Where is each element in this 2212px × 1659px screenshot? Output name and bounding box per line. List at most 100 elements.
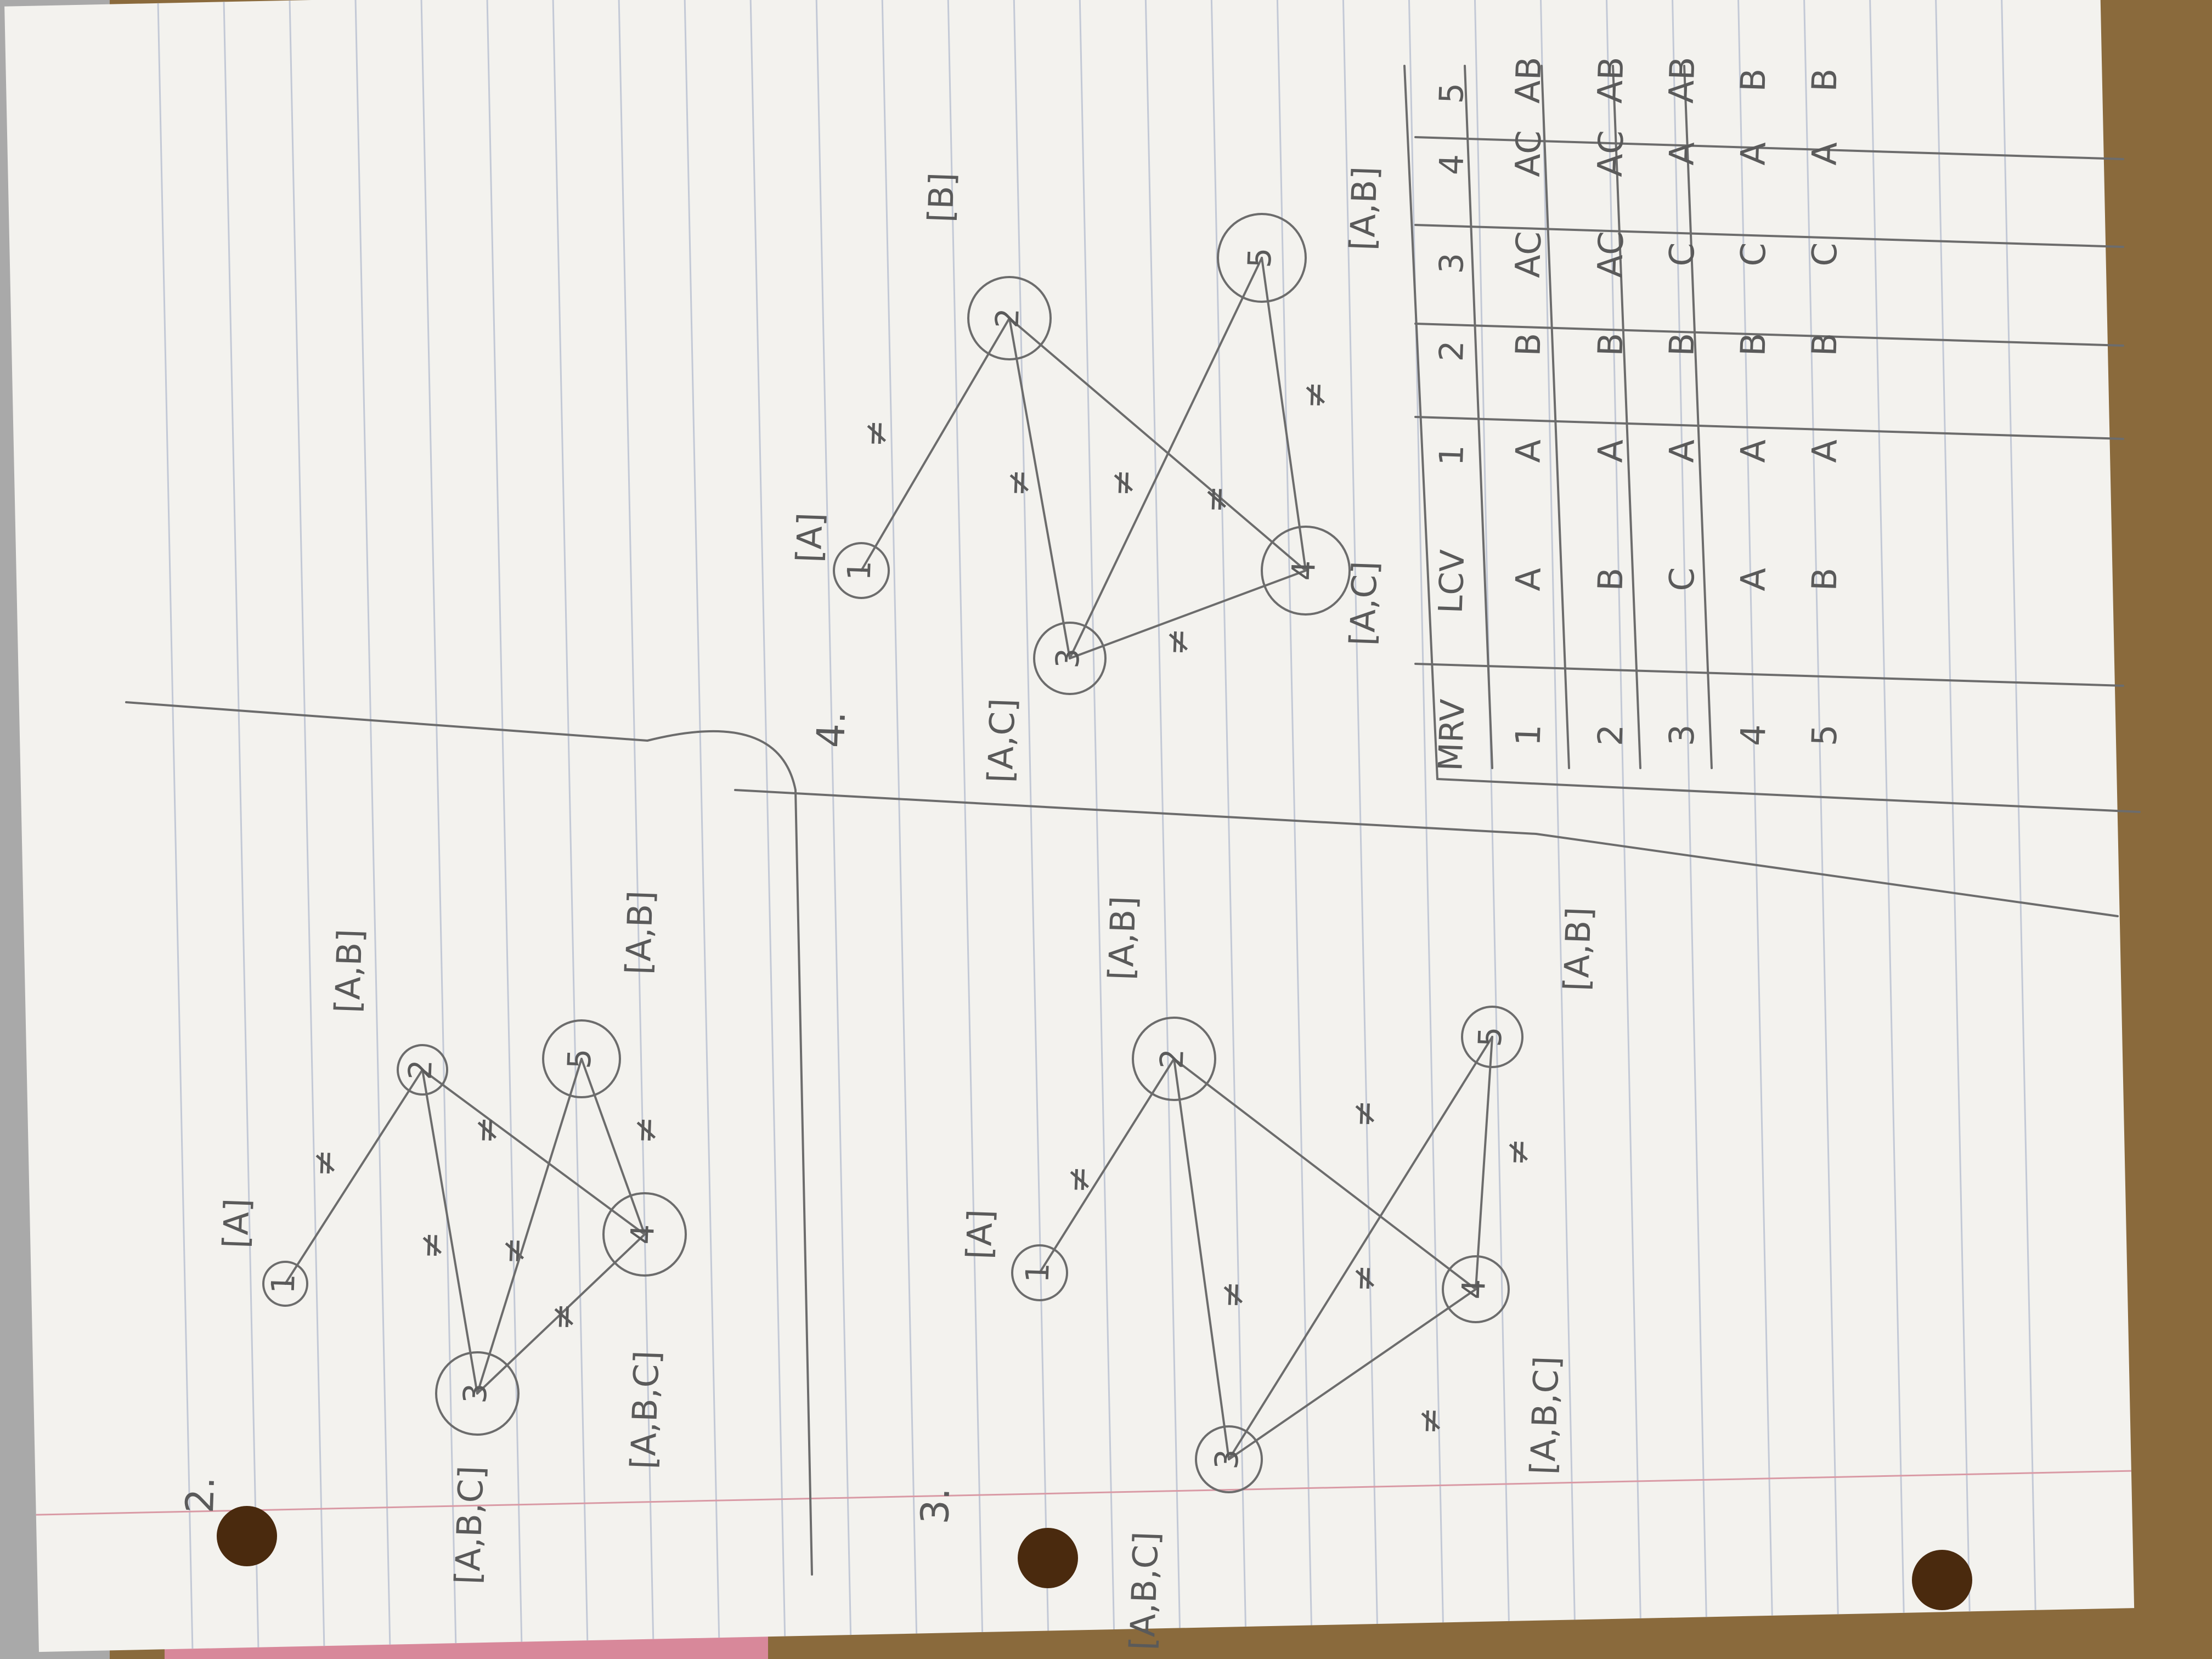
table-cell: A <box>1733 141 1773 166</box>
table-cell: A <box>1508 567 1548 591</box>
graph-node <box>1217 213 1307 303</box>
table-cell: A <box>1733 567 1773 591</box>
table-cell: AC <box>1590 129 1632 177</box>
node-domain: [A,B,C] <box>447 1465 491 1585</box>
not-equal-label: ≠ <box>1498 1138 1538 1167</box>
graph-node <box>262 1261 308 1307</box>
node-domain: [A,B] <box>1342 166 1385 251</box>
table-rule <box>1612 65 1641 769</box>
not-equal-label: ≠ <box>544 1302 583 1331</box>
punch-hole <box>1912 1550 1972 1610</box>
graph-edge <box>1173 1058 1477 1290</box>
not-equal-label: ≠ <box>1059 1165 1099 1194</box>
graph-section-4: 4.≠≠≠≠≠≠1[A]2[B]3[A,C]4[A,C]5[A,B] <box>789 166 1385 783</box>
graph-edge <box>476 1233 646 1395</box>
node-domain: [A,B,C] <box>1122 1531 1166 1651</box>
node-id: 3 <box>1207 1448 1245 1470</box>
table-cell: B <box>1590 567 1630 591</box>
table-cell: A <box>1508 438 1548 463</box>
node-domain: [A,B,C] <box>623 1350 667 1470</box>
graph-section-3: 3.≠≠≠≠≠≠1[A]2[A,B]3[A,B,C]4[A,B,C]5[A,B] <box>912 895 1599 1651</box>
table-header: 3 <box>1432 252 1471 275</box>
table-header: 5 <box>1432 82 1471 105</box>
node-domain: [A,B] <box>618 890 661 975</box>
node-id: 5 <box>1471 1026 1509 1047</box>
assignment-table: MRVLCV123451AABACACAB2BABACACAB3CABCAAB4… <box>1403 56 2141 813</box>
graph-edge <box>284 1069 424 1285</box>
table-cell: A <box>1733 438 1773 463</box>
table-cell: C <box>1733 242 1773 267</box>
table-cell: B <box>1733 67 1773 92</box>
node-domain: [A,C] <box>980 698 1023 783</box>
node-id: 3 <box>456 1383 494 1404</box>
table-rule <box>1414 663 2124 687</box>
table-cell: A <box>1590 438 1630 463</box>
node-domain: [A] <box>789 512 831 563</box>
graph-edge <box>1173 1058 1230 1460</box>
table-rule <box>1414 224 2124 248</box>
table-cell: B <box>1508 332 1548 357</box>
node-id: 2 <box>401 1059 439 1080</box>
not-equal-label: ≠ <box>856 419 896 448</box>
table-cell: AB <box>1590 56 1632 104</box>
not-equal-label: ≠ <box>412 1231 452 1260</box>
not-equal-label: ≠ <box>626 1116 665 1145</box>
table-header: 1 <box>1432 444 1471 467</box>
table-cell: A <box>1661 438 1702 463</box>
graph-edge <box>1008 317 1307 572</box>
table-rule <box>1414 136 2124 160</box>
table-cell: AC <box>1590 230 1632 278</box>
graph-node <box>967 276 1052 360</box>
table-cell: 2 <box>1590 724 1630 747</box>
graph-node <box>833 542 890 599</box>
handwritten-content: 2. ≠ ≠ ≠ ≠ ≠ ≠ 1 [A] 2 [A,B] 3 [A,B,C] 4 [A,B,C] 5 [A,B]… <box>177 56 2141 1651</box>
node-domain: [A,C] <box>1342 561 1385 646</box>
table-cell: A <box>1661 141 1702 166</box>
table-cell: AC <box>1508 230 1549 278</box>
node-id: 5 <box>1240 247 1278 268</box>
section-number: 2. <box>177 1476 223 1514</box>
graph-edge <box>476 1058 583 1395</box>
node-domain: [A] <box>216 1198 257 1249</box>
graph-node <box>1442 1255 1510 1323</box>
node-domain: [A,B] <box>1556 906 1599 992</box>
table-rule <box>1414 323 2124 347</box>
section-number: 3. <box>912 1487 958 1525</box>
node-id: 1 <box>840 560 878 581</box>
table-cell: B <box>1804 67 1844 92</box>
table-cell: 5 <box>1804 724 1844 747</box>
graph-node <box>435 1351 520 1436</box>
node-domain: [A,B] <box>1101 895 1143 981</box>
not-equal-label: ≠ <box>1345 1264 1384 1293</box>
table-rule <box>1541 65 1570 769</box>
table-cell: AB <box>1508 56 1549 104</box>
node-id: 2 <box>1153 1048 1190 1069</box>
not-equal-label: ≠ <box>467 1116 506 1145</box>
table-cell: B <box>1661 332 1702 357</box>
table-header: 4 <box>1432 154 1471 176</box>
not-equal-label: ≠ <box>305 1149 345 1178</box>
table-cell: 1 <box>1508 724 1548 747</box>
table-cell: 3 <box>1661 724 1702 747</box>
table-cell: AC <box>1508 129 1549 177</box>
table-rule <box>1414 416 2124 440</box>
graph-section-2: 2.≠≠≠≠≠≠1[A]2[A,B]3[A,B,C]4[A,B,C]5[A,B] <box>177 890 687 1585</box>
node-id: 5 <box>560 1048 598 1069</box>
graph-edge <box>1228 1288 1477 1460</box>
table-rule <box>1464 65 1493 769</box>
section-number: 4. <box>808 710 854 749</box>
table-cell: C <box>1661 242 1702 267</box>
node-id: 1 <box>264 1273 302 1294</box>
not-equal-label: ≠ <box>1410 1407 1450 1436</box>
table-rule <box>1683 65 1713 769</box>
table-cell: C <box>1661 567 1702 592</box>
graph-node <box>542 1019 621 1098</box>
table-cell: 4 <box>1733 724 1773 747</box>
table-cell: B <box>1804 567 1844 591</box>
graph-edge <box>421 1069 478 1395</box>
table-cell: B <box>1590 332 1630 357</box>
graph-node <box>1461 1006 1523 1068</box>
table-rule <box>1403 65 1438 780</box>
graph-edge <box>1069 257 1263 659</box>
node-id: 4 <box>1454 1278 1492 1300</box>
